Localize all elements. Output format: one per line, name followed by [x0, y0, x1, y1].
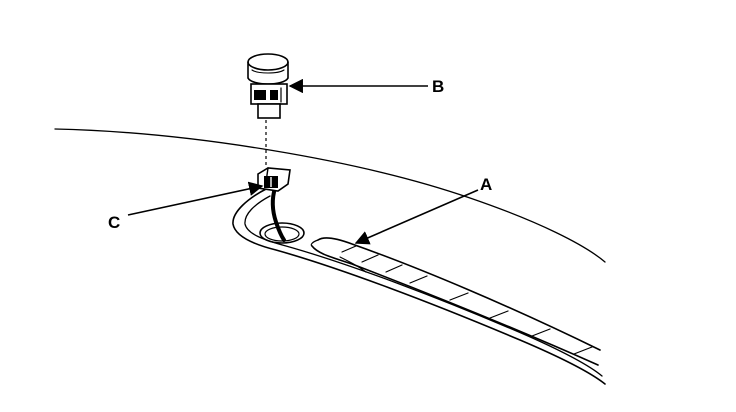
callout-c-leader [127, 181, 264, 216]
defroster-grille [310, 237, 601, 366]
sensor-unit [247, 53, 289, 119]
callout-a-leader [354, 189, 479, 245]
callout-c-label: C [108, 213, 120, 232]
callout-b-label: B [432, 77, 444, 96]
panel-outline [54, 128, 606, 263]
mounting-hole [259, 222, 305, 244]
harness-wire [270, 186, 286, 242]
harness-connector [257, 167, 291, 192]
callout-a-label: A [480, 175, 492, 194]
panel-lip [232, 187, 606, 385]
